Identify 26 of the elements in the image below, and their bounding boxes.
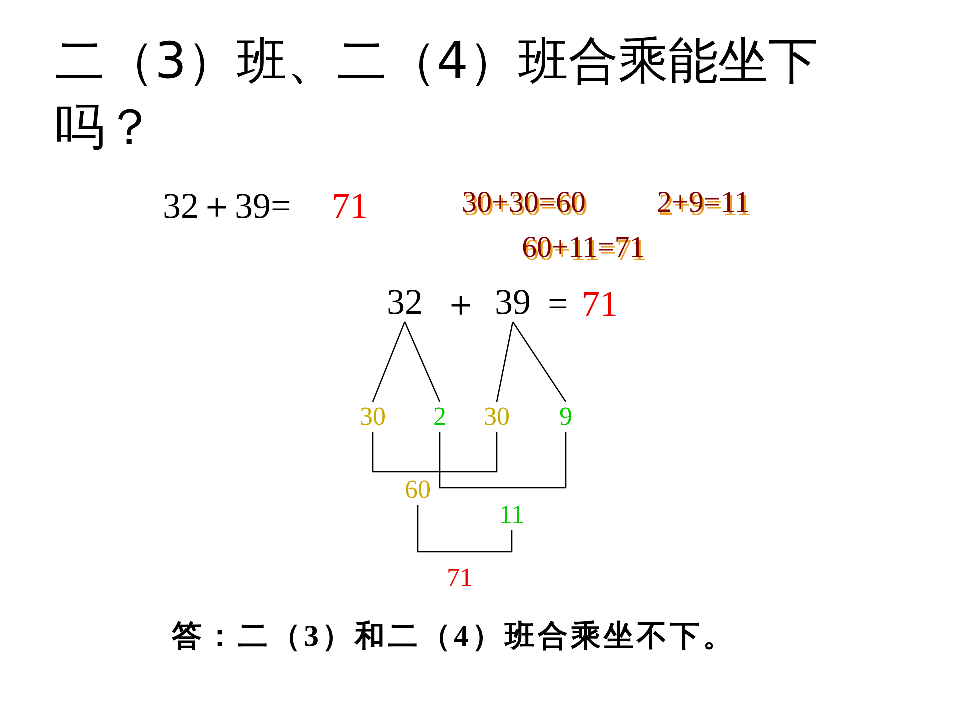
branch-line: [404, 322, 441, 402]
number: 30: [360, 404, 386, 430]
number: 2: [434, 404, 446, 430]
number: 32: [387, 284, 423, 320]
result: 71: [582, 286, 618, 322]
branch-line: [372, 322, 406, 402]
equation: 32＋39=: [163, 188, 292, 224]
number: 60: [405, 477, 431, 503]
branch-line: [496, 322, 514, 402]
number: 30: [484, 404, 510, 430]
branch-line: [512, 322, 567, 402]
number: 11: [499, 502, 525, 528]
number: 9: [560, 404, 572, 430]
result: 71: [332, 188, 368, 224]
plus-sign: ＋: [443, 286, 479, 322]
bracket-line: [372, 432, 498, 473]
bracket-line: [439, 432, 567, 489]
equation: 30+30=60: [462, 188, 586, 218]
number: 39: [495, 284, 531, 320]
equation: 60+11=71: [522, 233, 645, 263]
equals-sign: =: [548, 286, 568, 322]
title: 二（3）班、二（4）班合乘能坐下吗？: [55, 31, 820, 158]
answer: 答：二（3）和二（4）班合乘坐不下。: [172, 622, 736, 652]
number: 71: [447, 565, 473, 591]
bracket-line: [417, 505, 513, 553]
equation: 2+9=11: [657, 188, 750, 218]
